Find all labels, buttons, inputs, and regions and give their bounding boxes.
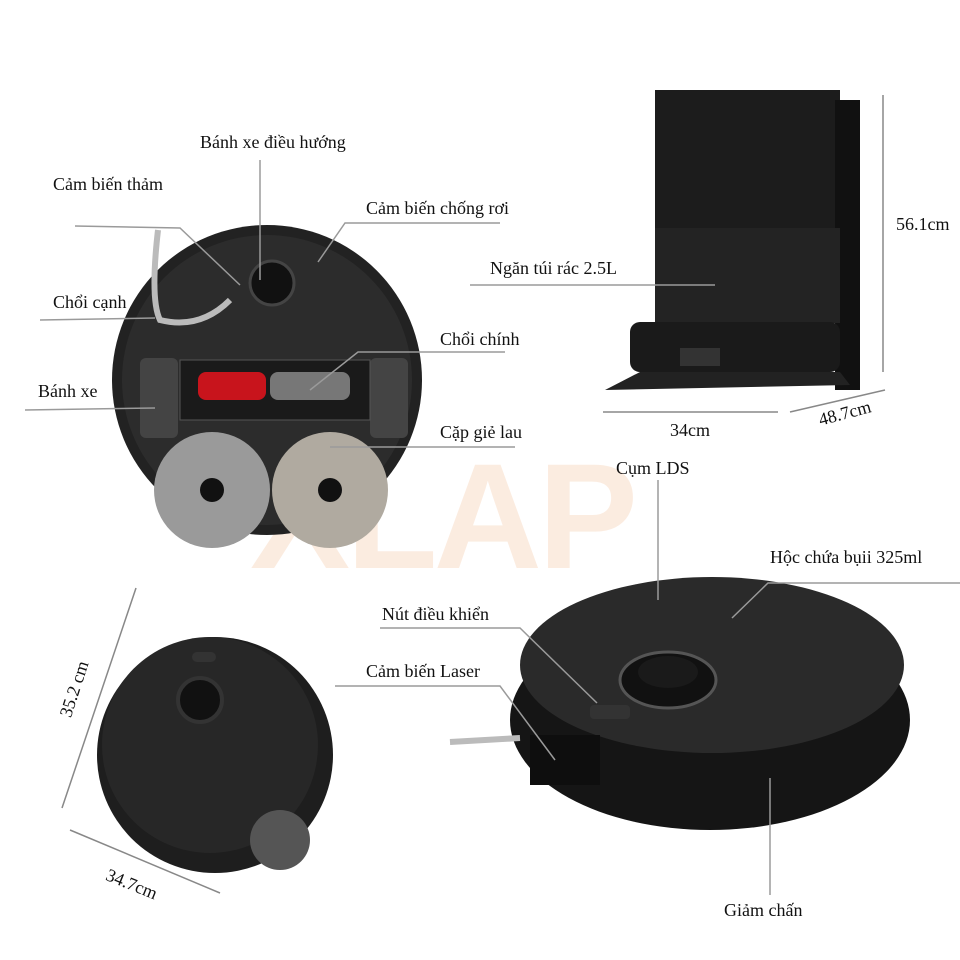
main-brush-red (198, 372, 266, 400)
leader-lines (24, 160, 960, 895)
label-wheel: Bánh xe (38, 381, 98, 401)
robot-angled-view (97, 637, 333, 873)
label-lds: Cụm LDS (616, 458, 690, 478)
label-laser-sensor: Cảm biến Laser (366, 661, 480, 681)
robot-bottom-view (112, 225, 422, 548)
label-dustbin: Hộc chứa bụii 325ml (770, 547, 923, 567)
dim-dock-width: 34cm (670, 420, 710, 440)
label-mop-pads: Cặp giẻ lau (440, 422, 522, 442)
label-dust-bag: Ngăn túi rác 2.5L (490, 258, 617, 278)
robot-top-view (449, 577, 910, 830)
label-control-button: Nút điều khiển (382, 604, 489, 624)
dim-dock-height: 56.1cm (896, 214, 950, 234)
dimension-lines (61, 95, 886, 894)
label-bumper: Giảm chấn (724, 900, 803, 920)
label-cliff-sensor: Cảm biến chống rơi (366, 198, 509, 218)
label-side-brush: Chổi cạnh (53, 292, 127, 312)
label-main-brush: Chổi chính (440, 329, 520, 349)
label-carpet-sensor: Cảm biến thảm (53, 174, 163, 194)
label-navigation-wheel: Bánh xe điều hướng (200, 132, 346, 152)
dock (605, 90, 860, 390)
